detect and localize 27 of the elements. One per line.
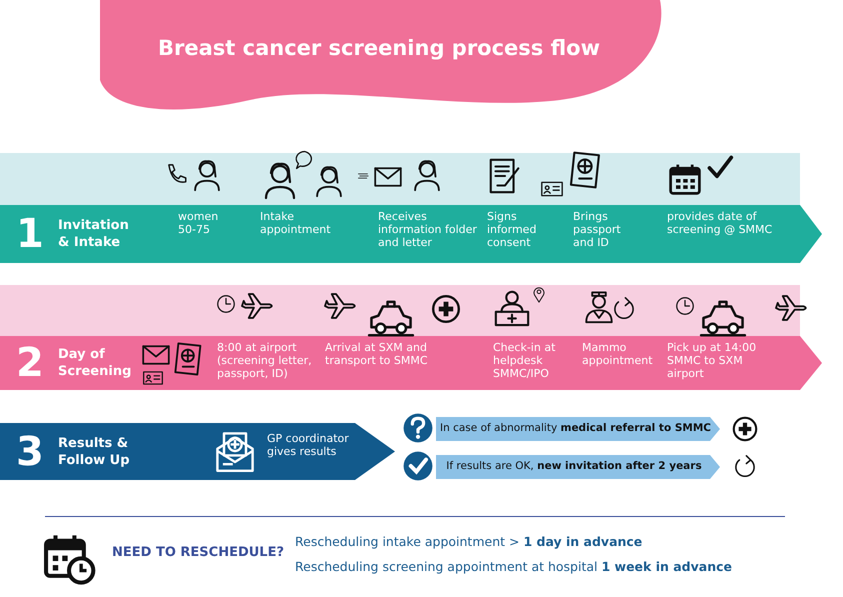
step-number: 1: [16, 214, 44, 254]
step-text: 8:00 at airport (screening letter, passport, ID): [217, 341, 317, 380]
step-text: Mammo appointment: [582, 341, 657, 367]
step-text: Pick up at 14:00 SMMC to SXM airport: [667, 341, 767, 380]
step-number: 3: [16, 432, 44, 472]
step-text: Receives information folder and letter: [378, 210, 478, 249]
step-text: provides date of screening @ SMMC: [667, 210, 787, 236]
note-text: Rescheduling screening appointment at hospital 1 week in advance: [295, 559, 732, 574]
step-band: [0, 153, 823, 263]
note-text: Rescheduling intake appointment > 1 day in advance: [295, 534, 642, 549]
step-text: GP coordinator gives results: [267, 432, 355, 458]
step-text: Check-in at helpdesk SMMC/IPO: [493, 341, 573, 380]
step-text: Signs informed consent: [487, 210, 557, 249]
band-heading: Day of Screening: [58, 346, 132, 380]
step-text: Arrival at SXM and transport to SMMC: [325, 341, 435, 367]
step-band: [0, 285, 823, 390]
reschedule-heading: NEED TO RESCHEDULE?: [112, 545, 284, 560]
title: Breast cancer screening process flow: [158, 36, 600, 60]
band-heading: Results & Follow Up: [58, 434, 131, 468]
step-number: 2: [16, 343, 44, 383]
step-band: [0, 423, 396, 480]
outcome-text: In case of abnormality medical referral to SMMC: [440, 422, 708, 434]
step-text: women 50-75: [178, 210, 228, 236]
band-heading: Invitation & Intake: [58, 217, 130, 251]
outcome-text: If results are OK, new invitation after 2 years: [445, 460, 703, 472]
step-text: Brings passport and ID: [573, 210, 643, 249]
step-text: Intake appointment: [260, 210, 360, 236]
